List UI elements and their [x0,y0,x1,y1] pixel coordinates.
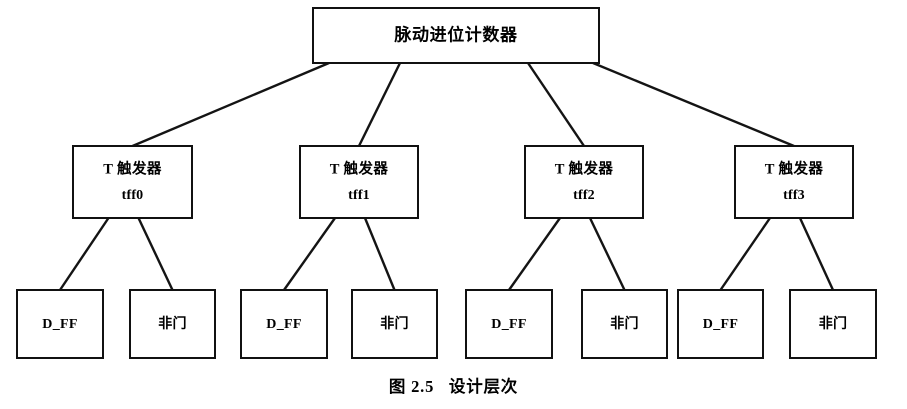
module-node-tff3-type-label: T 触发器 [765,159,824,177]
connector-root-to-tff0 [132,61,330,148]
leaf-node-7-rect[interactable] [788,288,878,360]
module-node-tff1-type-label: T 触发器 [330,159,389,177]
root-node-counter-rect[interactable] [311,6,601,65]
node-boxes-group: 脉动进位计数器 T 触发器 tff0 T 触发器 tff1 T 触发器 tff2 T 触发器 t… [15,6,878,360]
leaf-node-5-rect[interactable] [580,288,669,360]
connector-tff1-to-leaf2 [283,217,336,291]
module-node-tff1-name-label: tff1 [348,188,370,203]
leaf-node-2-rect[interactable] [239,288,329,360]
connector-tff0-to-leaf0 [59,217,110,291]
leaf-node-6-rect[interactable] [676,288,765,360]
leaf-node-0-rect[interactable] [15,288,105,360]
module-node-tff0-type-label: T 触发器 [103,159,162,177]
connector-tff3-to-leaf7 [798,217,835,291]
leaf-node-7-label: 非门 [819,315,848,332]
module-node-tff2-type-label: T 触发器 [555,159,614,177]
leaf-node-4-rect[interactable] [464,288,554,360]
connector-root-to-tff2 [527,62,585,147]
connector-tff0-to-leaf1 [137,217,174,291]
module-node-tff0-rect[interactable] [71,144,194,220]
leaf-node-4-label: D_FF [491,317,526,332]
module-node-tff0-name-label: tff0 [122,188,144,203]
leaf-node-6-label: D_FF [703,317,738,332]
leaf-node-0-label: D_FF [42,317,77,332]
connector-tff1-to-leaf3 [363,217,396,291]
leaf-node-2-label: D_FF [266,317,301,332]
leaf-node-5-label: 非门 [610,315,639,332]
leaf-node-3-rect[interactable] [350,288,439,360]
figure-caption: 图 2.5 设计层次 [388,377,519,396]
connector-lines-group [59,61,835,291]
module-node-tff3-name-label: tff3 [783,188,805,203]
leaf-node-1-rect[interactable] [128,288,217,360]
module-node-tff2-name-label: tff2 [573,188,595,203]
connector-tff2-to-leaf5 [588,217,626,291]
connector-tff3-to-leaf6 [719,217,771,291]
module-node-tff3-rect[interactable] [733,144,855,220]
leaf-node-3-label: 非门 [380,315,409,332]
module-node-tff1-rect[interactable] [298,144,420,220]
connector-root-to-tff1 [357,62,402,147]
connector-tff2-to-leaf4 [508,217,561,291]
connector-root-to-tff3 [592,61,795,148]
leaf-node-1-label: 非门 [158,315,187,332]
module-node-tff2-rect[interactable] [523,144,645,220]
root-node-label: 脉动进位计数器 [393,24,518,44]
